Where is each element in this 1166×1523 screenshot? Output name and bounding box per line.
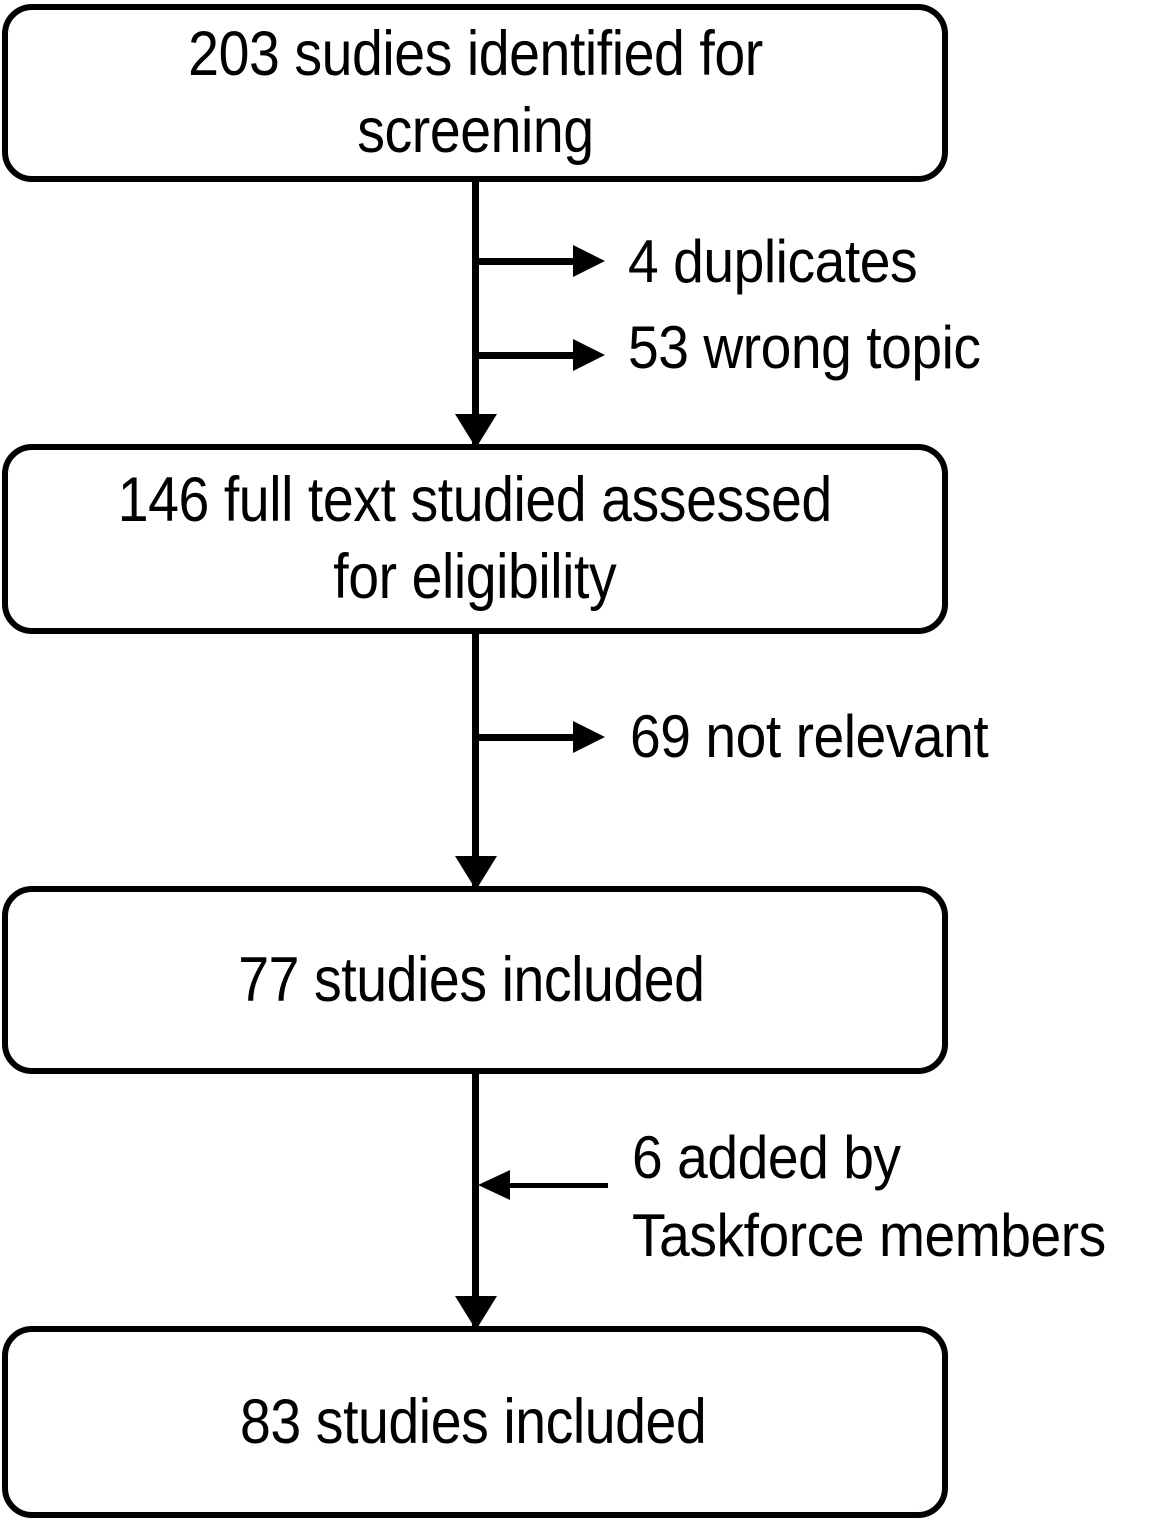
exclusion-label-duplicates: 4 duplicates (628, 228, 918, 295)
flow-box-included-77-label: 77 studies included (238, 944, 705, 1015)
arrowhead-down-icon (455, 856, 497, 890)
arrowhead-down-icon (455, 1296, 497, 1330)
addition-label-taskforce: 6 added by Taskforce members (632, 1124, 1106, 1269)
flow-box-identified-label: 203 sudies identified for screening (187, 19, 763, 166)
flow-box-fulltext[interactable]: 146 full text studied assessed for eligi… (2, 444, 948, 634)
exclusion-label-wrongtopic: 53 wrong topic (628, 314, 981, 381)
branch-line (475, 258, 575, 265)
arrowhead-right-icon (573, 721, 605, 753)
flow-box-included-77[interactable]: 77 studies included (2, 886, 948, 1074)
connector-included77-to-included83 (472, 1070, 479, 1328)
arrowhead-left-icon (478, 1170, 510, 1200)
branch-line (475, 352, 575, 359)
branch-line (506, 1183, 608, 1188)
flow-box-fulltext-label: 146 full text studied assessed for eligi… (117, 465, 833, 612)
connector-fulltext-to-included77 (472, 630, 479, 888)
flow-box-included-83[interactable]: 83 studies included (2, 1326, 948, 1518)
flow-box-identified[interactable]: 203 sudies identified for screening (2, 4, 948, 182)
flow-box-included-83-label: 83 studies included (240, 1386, 707, 1457)
connector-identified-to-fulltext (472, 180, 479, 446)
arrowhead-right-icon (573, 245, 605, 277)
exclusion-label-notrelevant: 69 not relevant (630, 703, 989, 770)
arrowhead-right-icon (573, 339, 605, 371)
arrowhead-down-icon (455, 414, 497, 448)
branch-line (475, 734, 575, 741)
